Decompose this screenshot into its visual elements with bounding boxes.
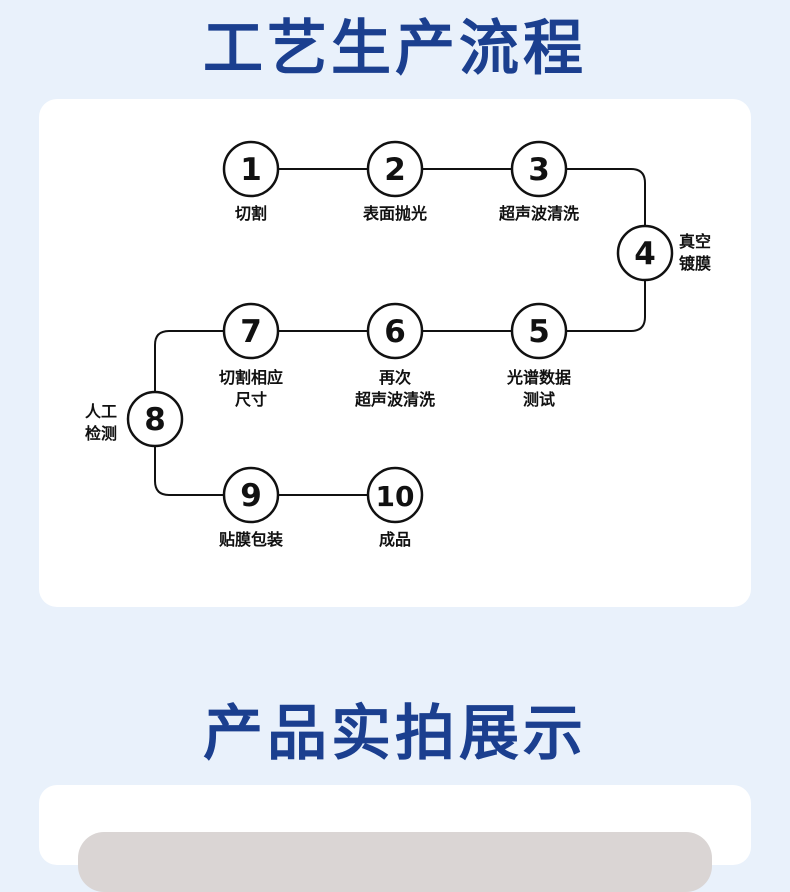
step-number-2: 2 — [384, 152, 406, 188]
step-1-label: 切割 — [235, 203, 267, 225]
step-number-10: 10 — [376, 480, 415, 513]
step-4-label: 真空 镀膜 — [679, 231, 711, 275]
step-number-9: 9 — [240, 478, 262, 514]
step-2-label: 表面抛光 — [363, 203, 427, 225]
step-node-7: 7 — [224, 304, 278, 358]
connector-8-9 — [155, 447, 223, 495]
step-8-label: 人工 检测 — [77, 401, 117, 445]
step-3-label: 超声波清洗 — [499, 203, 579, 225]
step-node-2: 2 — [368, 142, 422, 196]
step-number-7: 7 — [240, 314, 262, 350]
step-number-6: 6 — [384, 314, 406, 350]
step-number-5: 5 — [528, 314, 550, 350]
step-node-6: 6 — [368, 304, 422, 358]
step-node-10: 10 — [368, 468, 422, 522]
step-6-label: 再次 超声波清洗 — [355, 367, 435, 411]
step-number-3: 3 — [528, 152, 550, 188]
product-photo — [78, 832, 712, 892]
connector-4-5 — [567, 281, 645, 331]
step-number-8: 8 — [144, 402, 166, 438]
process-title: 工艺生产流程 — [0, 0, 790, 87]
step-7-label: 切割相应 尺寸 — [219, 367, 283, 411]
step-5-label: 光谱数据 测试 — [507, 367, 571, 411]
connector-7-8 — [155, 331, 223, 391]
step-node-4: 4 — [618, 226, 672, 280]
step-node-5: 5 — [512, 304, 566, 358]
step-number-1: 1 — [240, 152, 262, 188]
step-node-1: 1 — [224, 142, 278, 196]
showcase-card — [39, 785, 751, 865]
step-number-4: 4 — [634, 236, 656, 272]
step-node-3: 3 — [512, 142, 566, 196]
showcase-title: 产品实拍展示 — [0, 685, 790, 772]
step-9-label: 贴膜包装 — [219, 529, 283, 551]
step-node-8: 8 — [128, 392, 182, 446]
step-10-label: 成品 — [379, 529, 411, 551]
step-node-9: 9 — [224, 468, 278, 522]
